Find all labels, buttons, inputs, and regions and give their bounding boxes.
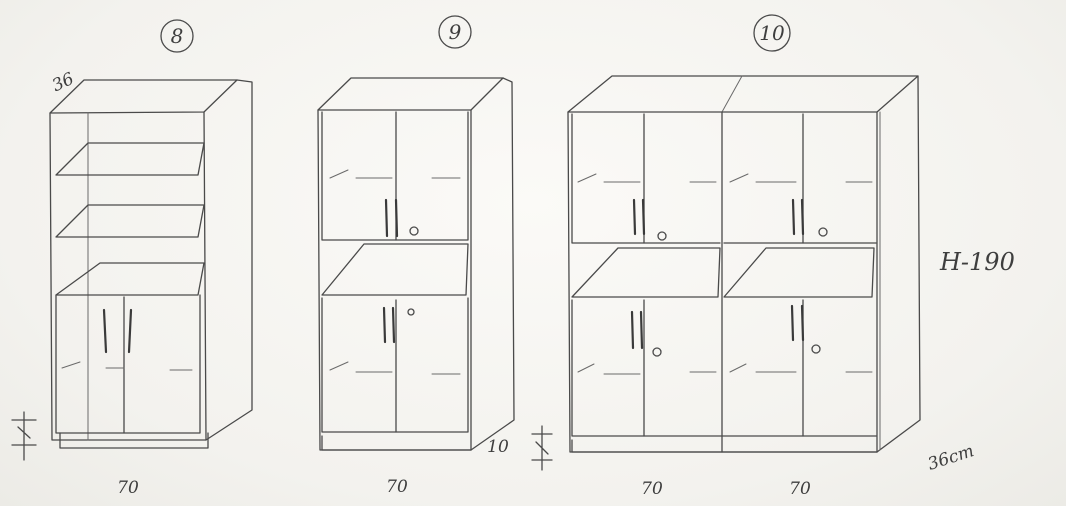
depth-label-top: 36 [49, 69, 77, 96]
unit-9-upper-handles [384, 198, 399, 238]
cabinet-unit-9: 9 10 70 [317, 15, 553, 497]
unit-8-handle-left [102, 308, 108, 354]
unit-8-number: 8 [171, 24, 184, 48]
unit-10-lower-left-handles [630, 310, 644, 350]
unit-9-upper-lock [409, 226, 419, 236]
unit-8-front [49, 111, 207, 441]
unit-10-open-shelf-right [723, 247, 875, 298]
unit-9-upper-doors [321, 111, 469, 241]
unit-10-lower-left-lock [652, 347, 662, 357]
unit-8-doors [55, 294, 201, 434]
height-label: H-190 [939, 248, 1015, 276]
unit-8-shelf-3 [55, 262, 205, 296]
unit-8-plinth [59, 432, 209, 449]
unit-10-upper-left-handles [632, 198, 646, 236]
unit-10-number: 10 [759, 21, 785, 45]
unit-10-side [876, 75, 921, 453]
unit-10-upper-left-lock [657, 231, 667, 241]
plinth-label: 10 [487, 437, 509, 457]
unit-10-lower-right-lock [811, 344, 821, 354]
unit-9-open-shelf [321, 243, 469, 296]
unit-9-top [317, 77, 504, 111]
unit-8-shelf-2 [55, 204, 205, 238]
unit-9-lower-lock [407, 308, 415, 316]
unit-8-handle-right [127, 308, 133, 354]
unit-10-upper-right-handles [791, 198, 805, 236]
unit-9-front [317, 109, 472, 451]
unit-9-plinth [321, 435, 472, 451]
unit-9-width-label: 70 [386, 477, 408, 497]
unit-9-side [470, 77, 515, 451]
unit-8-circle [160, 19, 194, 53]
unit-9-lower-doors [321, 297, 469, 433]
unit-9-circle [438, 15, 472, 49]
unit-9-lower-handles [382, 306, 396, 344]
unit-9-number: 9 [449, 20, 462, 44]
unit-8-width-label: 70 [117, 478, 139, 498]
cabinet-unit-8: 8 36 70 [11, 19, 253, 498]
unit-8-shelf-1 [55, 142, 205, 176]
unit-10-plinth [571, 439, 878, 453]
unit-8-side [205, 79, 253, 441]
unit-10-width-label-left: 70 [641, 479, 663, 499]
plinth-dimension-mark-left [11, 411, 37, 461]
unit-10-lower-right-handles [790, 304, 805, 342]
unit-10-open-shelf-left [571, 247, 721, 298]
unit-10-circle [753, 14, 791, 52]
depth-label-bottom: 36cm [925, 441, 976, 475]
plinth-dimension-mark-right [531, 425, 553, 471]
unit-10-upper-right-lock [818, 227, 828, 237]
cabinet-unit-10: 10 70 70 [567, 14, 977, 499]
unit-10-width-label-right: 70 [789, 479, 811, 499]
unit-8-top [49, 79, 238, 114]
unit-10-top [567, 75, 919, 113]
